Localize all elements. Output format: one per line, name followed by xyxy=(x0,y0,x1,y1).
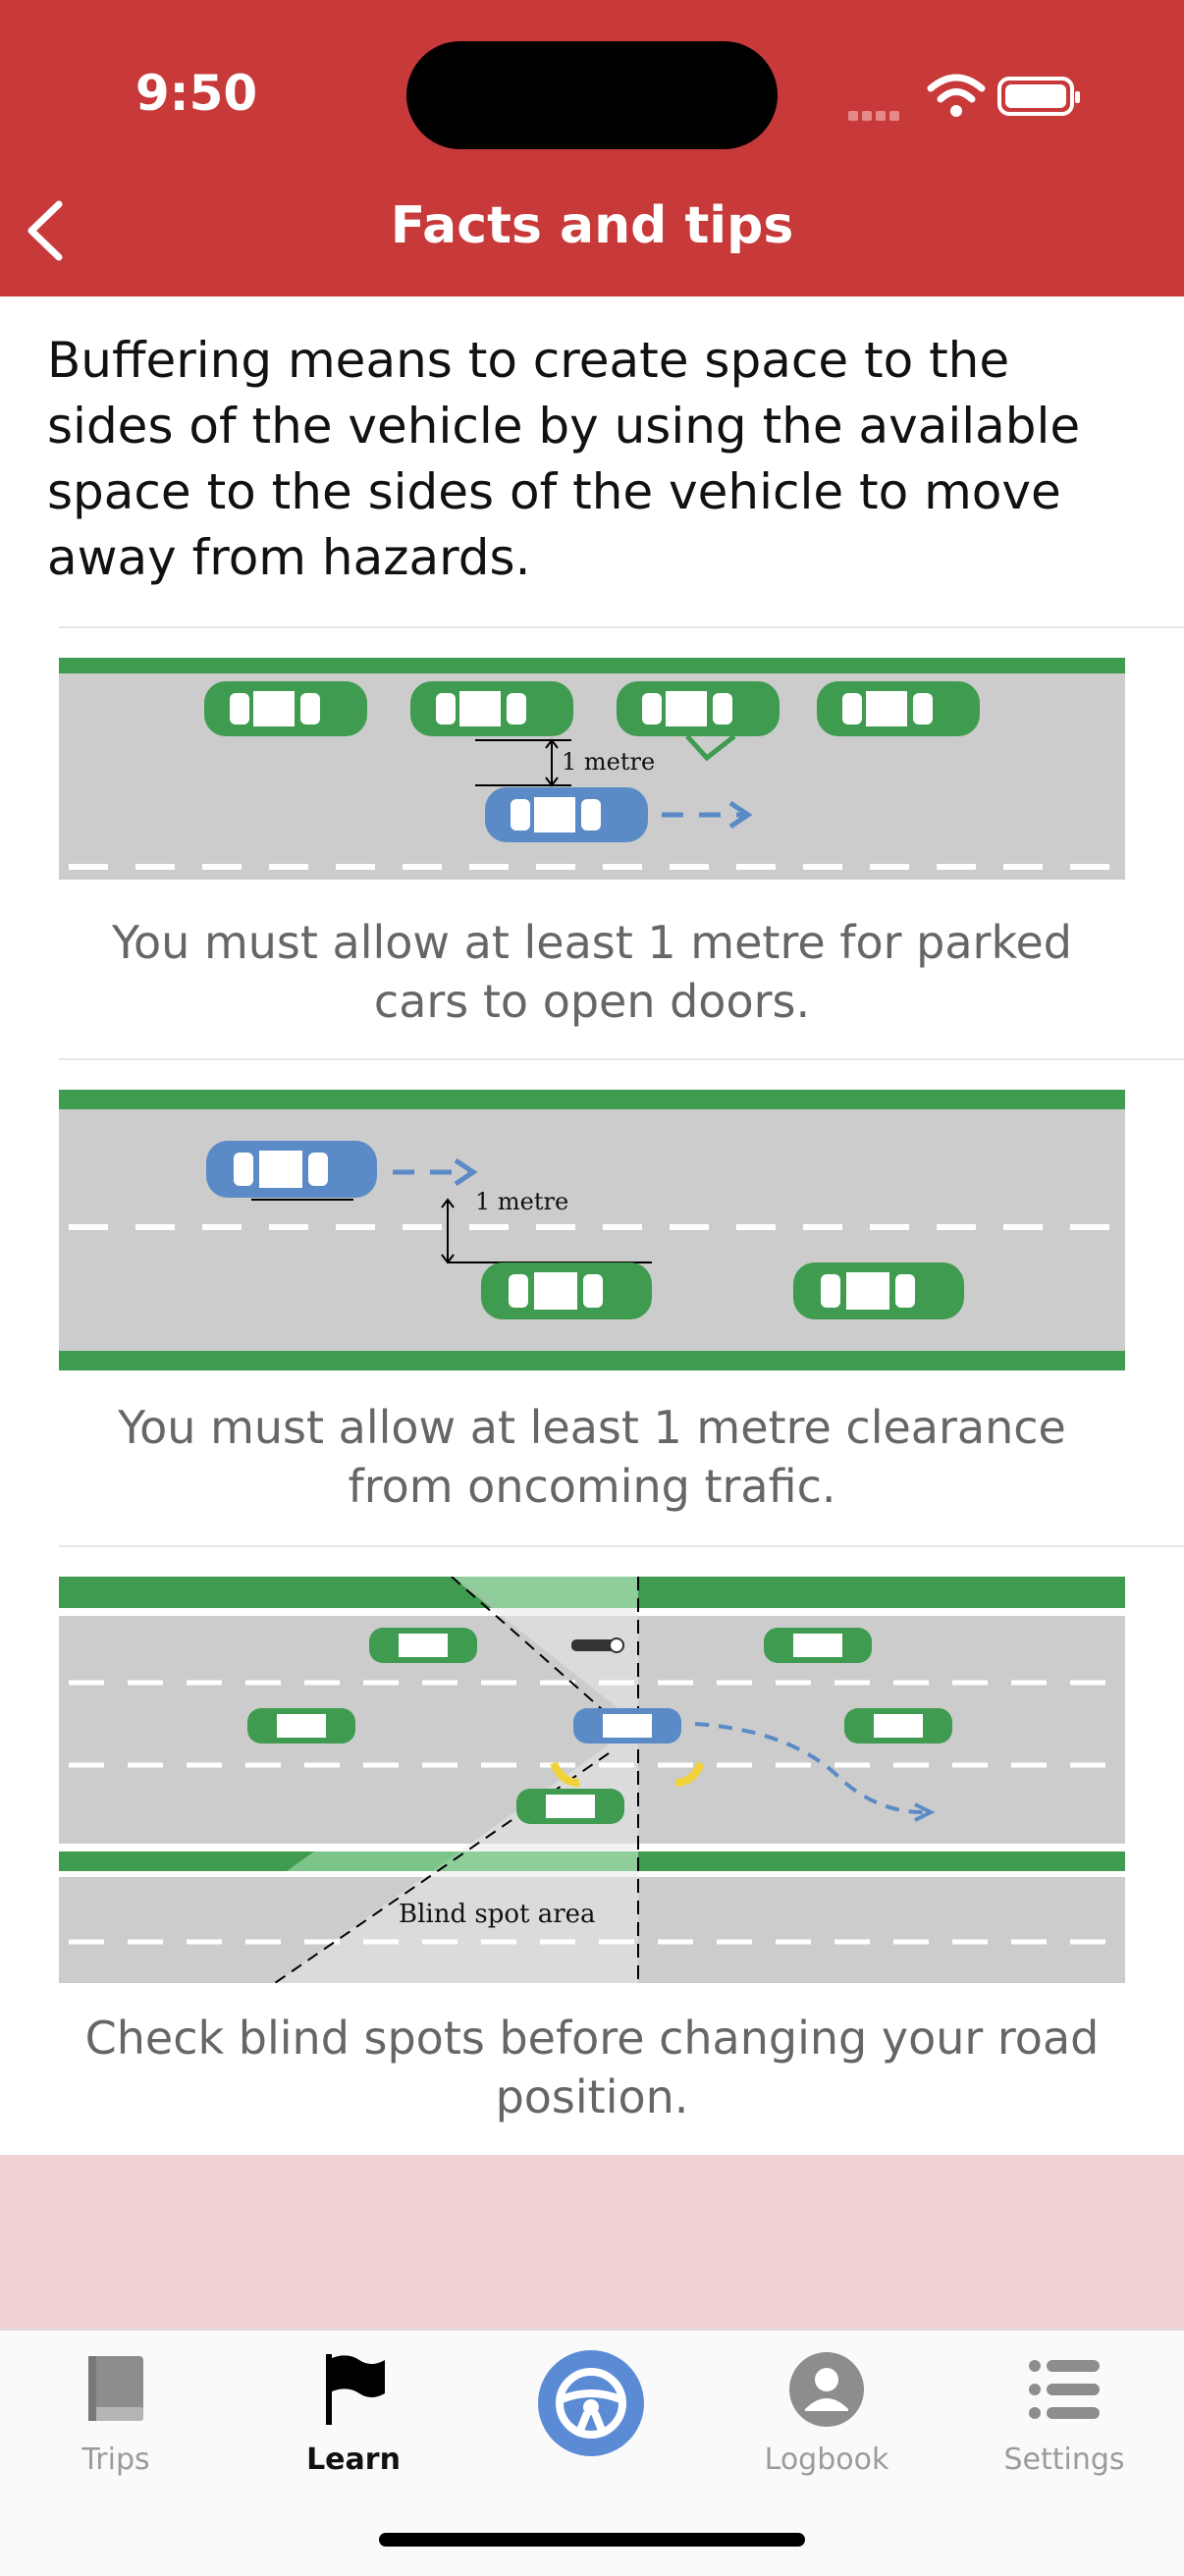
car-right-middle xyxy=(844,1708,952,1744)
steering-wheel-icon xyxy=(538,2350,644,2456)
person-icon xyxy=(789,2352,864,2427)
tab-label: Logbook xyxy=(764,2442,889,2477)
car-left-bottom xyxy=(516,1789,624,1824)
dynamic-island xyxy=(406,41,778,149)
tab-drive[interactable] xyxy=(493,2348,689,2468)
wifi-icon xyxy=(927,74,986,117)
parked-car-2 xyxy=(410,681,573,736)
driver-car xyxy=(485,787,648,842)
driver-car xyxy=(573,1708,681,1744)
list-icon xyxy=(1029,2360,1100,2419)
driver-car xyxy=(206,1141,377,1198)
tip-blind-spots: Blind spot area Check blind spots before… xyxy=(59,1545,1184,2158)
home-indicator xyxy=(379,2533,805,2547)
app-header: 9:50 Facts and tips xyxy=(0,0,1184,296)
parked-cars-diagram: 1 metre xyxy=(59,658,1125,880)
oncoming-traffic-diagram: 1 metre xyxy=(59,1090,1125,1370)
car-left-top xyxy=(369,1628,477,1663)
content-area[interactable]: Buffering means to create space to the s… xyxy=(0,296,1184,2157)
blind-spot-diagram: Blind spot area xyxy=(59,1577,1125,1984)
tab-trips[interactable]: Trips xyxy=(18,2350,214,2477)
car-left-middle xyxy=(247,1708,355,1744)
tab-logbook[interactable]: Logbook xyxy=(728,2350,925,2477)
parked-car-1 xyxy=(204,681,367,736)
oncoming-car-2 xyxy=(793,1262,964,1319)
tab-label: Learn xyxy=(306,2442,401,2477)
tab-settings[interactable]: Settings xyxy=(966,2350,1162,2477)
tip-caption: Check blind spots before changing your r… xyxy=(84,2012,1100,2123)
battery-icon xyxy=(997,77,1080,116)
car-right-top xyxy=(764,1628,872,1663)
page-title: Facts and tips xyxy=(390,196,794,255)
book-icon xyxy=(88,2356,143,2421)
tab-learn[interactable]: Learn xyxy=(255,2350,452,2477)
intro-text: Buffering means to create space to the s… xyxy=(47,332,1081,586)
motorcycle xyxy=(571,1637,624,1653)
parked-car-4 xyxy=(817,681,980,736)
distance-label: 1 metre xyxy=(475,1188,568,1215)
flag-icon xyxy=(326,2354,385,2425)
back-chevron-icon[interactable] xyxy=(18,194,77,267)
status-time: 9:50 xyxy=(135,65,258,122)
oncoming-car-1 xyxy=(481,1262,652,1319)
tab-label: Settings xyxy=(1003,2442,1125,2477)
tab-label: Trips xyxy=(81,2442,150,2477)
blind-spot-label: Blind spot area xyxy=(399,1900,596,1929)
distance-label: 1 metre xyxy=(562,748,655,776)
tip-parked-cars: 1 metre You must allow at least 1 metre … xyxy=(59,626,1184,1060)
tip-caption: You must allow at least 1 metre clearanc… xyxy=(118,1401,1066,1513)
tip-caption: You must allow at least 1 metre for park… xyxy=(112,916,1072,1028)
tip-oncoming-traffic: 1 metre You must allow at least 1 metre … xyxy=(59,1058,1184,1547)
parked-car-3 xyxy=(617,681,780,762)
cellular-signal-icon xyxy=(848,106,903,125)
footer-band xyxy=(0,2155,1184,2330)
